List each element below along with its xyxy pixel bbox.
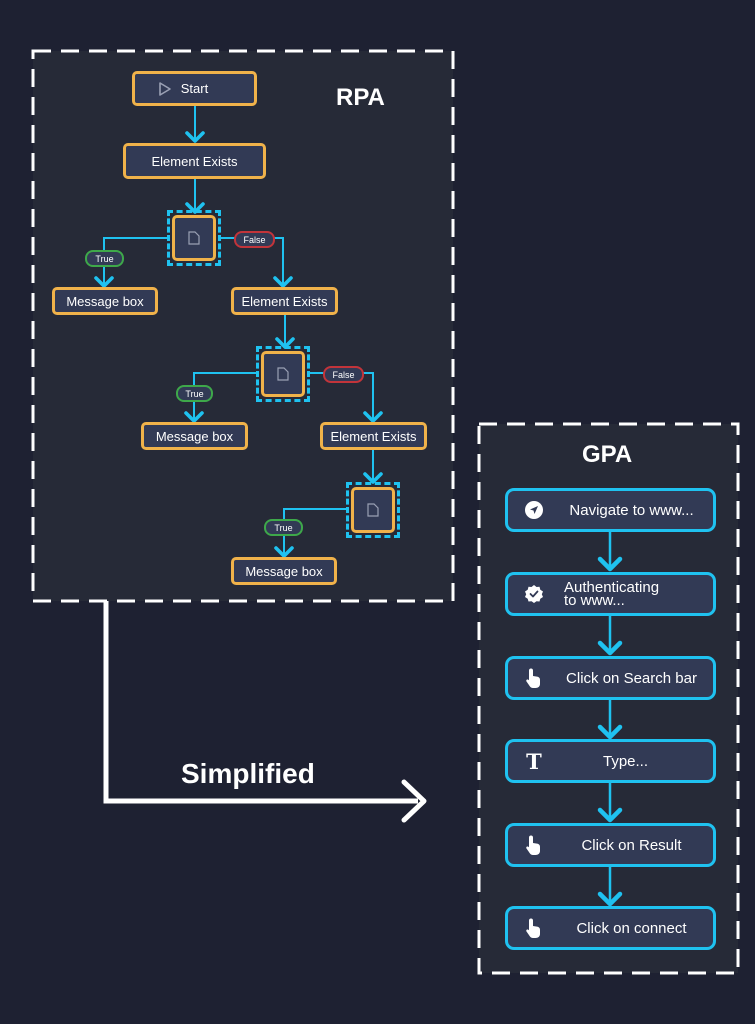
- start-label: Start: [180, 81, 209, 96]
- message-box-label: Message box: [245, 563, 323, 579]
- gpa-title: GPA: [582, 441, 633, 468]
- true-badge-3: True: [264, 519, 303, 536]
- document-icon: [367, 503, 379, 517]
- condition-node-1-selection: [167, 210, 221, 266]
- condition-node-3[interactable]: [351, 487, 395, 533]
- gpa-step-click-search[interactable]: Click on Search bar: [505, 656, 716, 700]
- simplified-label: Simplified: [181, 758, 315, 789]
- rpa-connectors: [94, 106, 383, 558]
- rpa-frame: [31, 49, 455, 603]
- gpa-step-click-result[interactable]: Click on Result: [505, 823, 716, 867]
- gpa-step-authenticating[interactable]: Authenticating to www...: [505, 572, 716, 616]
- element-exists-node-1[interactable]: Element Exists: [123, 143, 266, 179]
- document-icon: [188, 231, 200, 245]
- condition-node-2[interactable]: [261, 351, 305, 397]
- text-type-icon: T: [526, 748, 542, 774]
- false-badge-1: False: [234, 231, 275, 248]
- message-box-label: Message box: [66, 293, 144, 309]
- false-badge-2: False: [323, 366, 364, 383]
- element-exists-node-3[interactable]: Element Exists: [320, 422, 427, 450]
- message-box-node-2[interactable]: Message box: [141, 422, 248, 450]
- document-icon: [277, 367, 289, 381]
- simplified-arrow: [103, 601, 418, 804]
- play-icon: [159, 82, 171, 96]
- check-badge-icon: [524, 584, 544, 604]
- start-node[interactable]: Start: [132, 71, 257, 106]
- true-badge-2: True: [176, 385, 213, 402]
- gpa-step-label: Click on Search bar: [566, 669, 697, 687]
- gpa-step-type[interactable]: T Type...: [505, 739, 716, 783]
- message-box-node-1[interactable]: Message box: [52, 287, 158, 315]
- gpa-step-label: Click on connect: [576, 919, 687, 937]
- gpa-step-label: Click on Result: [581, 836, 682, 854]
- condition-node-2-selection: [256, 346, 310, 402]
- true-badge-1: True: [85, 250, 124, 267]
- element-exists-label: Element Exists: [151, 153, 238, 169]
- gpa-step-label: Type...: [602, 752, 649, 770]
- element-exists-label: Element Exists: [330, 428, 417, 444]
- message-box-node-3[interactable]: Message box: [231, 557, 337, 585]
- condition-node-3-selection: [346, 482, 400, 538]
- message-box-label: Message box: [155, 428, 234, 444]
- gpa-step-label: Navigate to www...: [569, 501, 694, 519]
- gpa-frame: [477, 422, 740, 975]
- gpa-step-label: Authenticating to www...: [564, 579, 660, 609]
- element-exists-node-2[interactable]: Element Exists: [231, 287, 338, 315]
- pointer-hand-icon: [524, 668, 544, 688]
- gpa-step-click-connect[interactable]: Click on connect: [505, 906, 716, 950]
- navigate-icon: [524, 500, 544, 520]
- element-exists-label: Element Exists: [241, 293, 328, 309]
- pointer-hand-icon: [524, 835, 544, 855]
- gpa-step-navigate[interactable]: Navigate to www...: [505, 488, 716, 532]
- rpa-title: RPA: [336, 84, 385, 111]
- pointer-hand-icon: [524, 918, 544, 938]
- condition-node-1[interactable]: [172, 215, 216, 261]
- simplified-arrowhead: [401, 779, 427, 823]
